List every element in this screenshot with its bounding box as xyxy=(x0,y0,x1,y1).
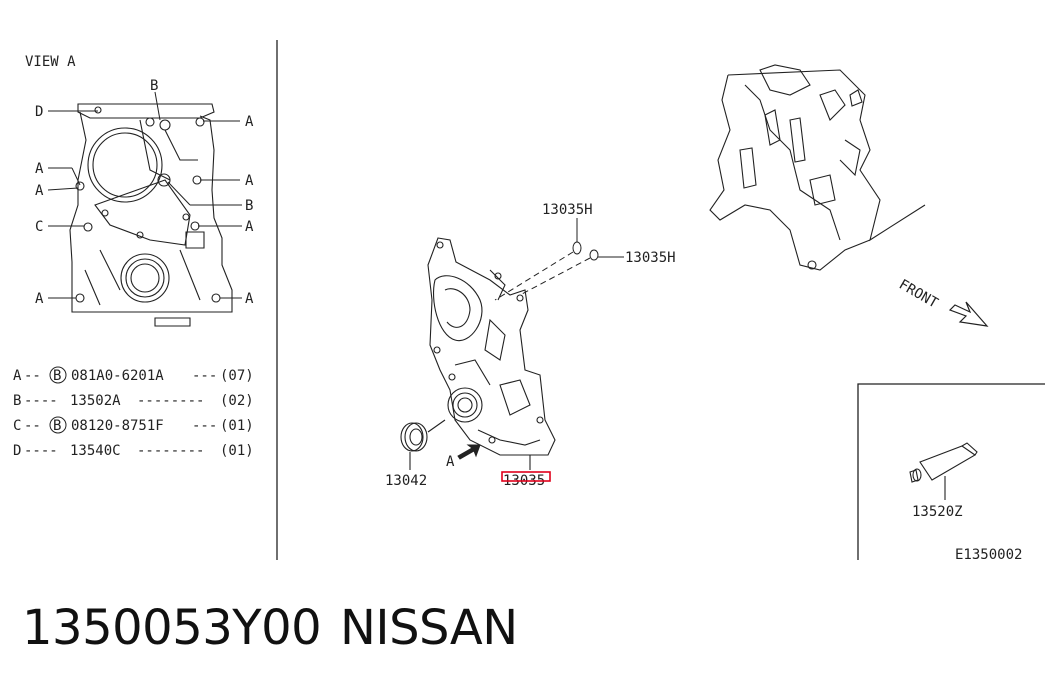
part-label-13520z: 13520Z xyxy=(912,504,963,520)
callout-a-right-3: A xyxy=(245,219,254,235)
legend-letter: B xyxy=(13,393,21,409)
legend-letter: D xyxy=(13,443,21,459)
legend-dashes: ---- xyxy=(24,443,58,459)
legend-qty: (01) xyxy=(220,443,254,459)
diagram-code: E1350002 xyxy=(955,547,1022,563)
part-label-13035h-right: 13035H xyxy=(625,250,676,266)
view-arrow: A xyxy=(446,444,481,470)
footer-part-number: 1350053Y00 xyxy=(22,600,322,656)
view-arrow-label: A xyxy=(446,454,455,470)
callout-a-right-2: A xyxy=(245,173,254,189)
callout-b-right: B xyxy=(245,198,253,214)
legend-part: 13540C xyxy=(70,443,121,459)
legend-letter: A xyxy=(13,368,22,384)
legend-fill: -------- xyxy=(137,393,204,409)
part-label-13042: 13042 xyxy=(385,473,427,489)
callout-a-left-1: A xyxy=(35,161,44,177)
legend-dashes: -- xyxy=(24,418,41,434)
engine-block-drawing xyxy=(709,64,926,271)
front-label: FRONT xyxy=(896,277,941,312)
legend-part: 08120-8751F xyxy=(71,418,164,434)
legend-row-d: D ---- 13540C -------- (01) xyxy=(13,443,254,459)
view-label: VIEW A xyxy=(25,54,76,70)
legend-part: 13502A xyxy=(70,393,121,409)
legend-qty: (02) xyxy=(220,393,254,409)
oil-seal-drawing xyxy=(400,419,446,470)
legend-qty: (07) xyxy=(220,368,254,384)
view-a-cover-drawing xyxy=(69,103,233,327)
callout-a-right-4: A xyxy=(245,291,254,307)
legend-qty: (01) xyxy=(220,418,254,434)
callout-b-top: B xyxy=(150,78,158,94)
legend-fill: -------- xyxy=(137,443,204,459)
legend-row-a: A -- B 081A0-6201A --- (07) xyxy=(13,366,254,384)
dowel-pin-icon xyxy=(589,249,599,261)
legend-fill: --- xyxy=(192,418,217,434)
view-arrow-icon xyxy=(457,444,481,460)
legend: A -- B 081A0-6201A --- (07) B ---- 13502… xyxy=(13,366,254,459)
bolt-circle-icon xyxy=(49,416,67,434)
part-label-13035h-top: 13035H xyxy=(542,202,593,218)
callout-a-right-1: A xyxy=(245,114,254,130)
front-arrow-icon xyxy=(948,301,989,327)
dowel-pin-icon xyxy=(572,241,582,255)
legend-row-c: C -- B 08120-8751F --- (01) xyxy=(13,416,254,434)
bolt-circle-icon xyxy=(49,366,67,384)
legend-letter: C xyxy=(13,418,21,434)
legend-part: 081A0-6201A xyxy=(71,368,164,384)
front-cover-drawing xyxy=(427,237,556,470)
callout-d: D xyxy=(35,104,43,120)
callout-a-left-2: A xyxy=(35,183,44,199)
legend-dashes: -- xyxy=(24,368,41,384)
footer-brand: NISSAN xyxy=(340,600,518,656)
legend-dashes: ---- xyxy=(24,393,58,409)
legend-fill: --- xyxy=(192,368,217,384)
sealant-tube-drawing xyxy=(909,442,978,500)
dowel-pins xyxy=(494,218,624,301)
highlight-box xyxy=(501,471,551,482)
legend-bolt: B xyxy=(53,418,61,434)
view-a-leaders xyxy=(47,91,242,299)
front-indicator: FRONT xyxy=(896,277,989,327)
inset-frame xyxy=(857,383,1045,560)
legend-bolt: B xyxy=(53,368,61,384)
legend-row-b: B ---- 13502A -------- (02) xyxy=(13,393,254,409)
callout-c: C xyxy=(35,219,43,235)
callout-a-left-3: A xyxy=(35,291,44,307)
